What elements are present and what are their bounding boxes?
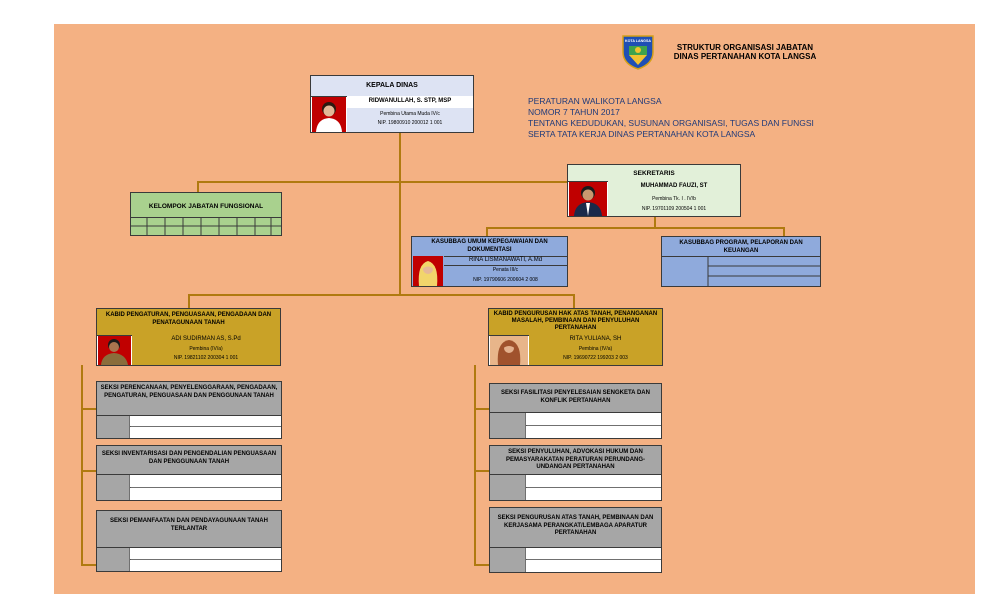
kabid-pengaturan-rank: Pembina (IV/a) [189, 346, 223, 352]
kasubbag-umum-title: KASUBBAG UMUM KEPEGAWAIAN DAN DOKUMENTAS… [431, 239, 548, 253]
sekretaris-down-line [654, 217, 656, 227]
kasubbag-program-title: KASUBBAG PROGRAM, PELAPORAN DAN KEUANGAN [679, 240, 803, 254]
kabid-pengaturan-nip: NIP. 19821102 200304 1 001 [173, 355, 239, 361]
seksi-right-3-title: SEKSI PENGURUSAN ATAS TANAH, PEMBINAAN D… [497, 515, 654, 536]
kasubbag-umum-photo [413, 256, 443, 286]
page-title: STRUKTUR ORGANISASI JABATAN DINAS PERTAN… [660, 43, 830, 61]
fungsional-grid [131, 217, 281, 235]
kota-langsa-logo: KOTA LANGSA [620, 34, 656, 70]
seksi-right-3-grid [490, 547, 661, 572]
sekretaris-photo [569, 182, 607, 216]
page-title-line2: DINAS PERTANAHAN KOTA LANGSA [673, 52, 817, 61]
kabid-pengaturan-title: KABID PENGATURAN, PENGUASAAN, PENGADAAN … [105, 312, 272, 326]
seksi-right-3-tick [474, 564, 489, 566]
seksi-right-1-title: SEKSI FASILITASI PENYELESAIAN SENGKETA D… [501, 390, 650, 404]
seksi-right-1-box: SEKSI FASILITASI PENYELESAIAN SENGKETA D… [489, 383, 662, 439]
kabid-pengaturan-name: ADI SUDIRMAN AS, S.Pd [171, 336, 241, 342]
kasubbag-program-grid [662, 256, 820, 286]
seksi-right-1-tick [474, 408, 489, 410]
kasubbag-program-v-line [783, 227, 785, 236]
seksi-right-2-grid [490, 474, 661, 500]
kabid-left-v-line [188, 294, 190, 308]
seksi-left-2-box: SEKSI INVENTARISASI DAN PENGENDALIAN PEN… [96, 445, 282, 501]
kabid-pengaturan-box: KABID PENGATURAN, PENGUASAAN, PENGADAAN … [96, 308, 281, 366]
seksi-right-3-box: SEKSI PENGURUSAN ATAS TANAH, PEMBINAAN D… [489, 507, 662, 573]
seksi-right-spine [474, 365, 476, 565]
sekretaris-name: MUHAMMAD FAUZI, ST [640, 183, 708, 189]
fungsional-h-line [197, 181, 403, 183]
kasubbag-h-line [486, 227, 785, 229]
kabid-pengurusan-title: KABID PENGURUSAN HAK ATAS TANAH, PENANGA… [493, 311, 658, 332]
kepala-dinas-nip: NIP. 19800910 200012 1 001 [377, 120, 443, 126]
seksi-left-spine [81, 365, 83, 565]
regulation-line-4: SERTA TATA KERJA DINAS PERTANAHAN KOTA L… [528, 129, 756, 139]
seksi-left-3-box: SEKSI PEMANFAATAN DAN PENDAYAGUNAAN TANA… [96, 510, 282, 572]
kepala-dinas-title: KEPALA DINAS [366, 82, 418, 89]
kepala-dinas-photo [312, 97, 346, 132]
fungsional-title: KELOMPOK JABATAN FUNGSIONAL [148, 203, 264, 210]
logo-label: KOTA LANGSA [625, 39, 651, 43]
kabid-h-line [188, 294, 575, 296]
kabid-pengaturan-photo [98, 336, 131, 365]
seksi-left-1-title: SEKSI PERENCANAAN, PENYELENGGARAAN, PENG… [100, 385, 278, 399]
seksi-left-3-tick [81, 564, 96, 566]
seksi-right-2-tick [474, 470, 489, 472]
kabid-pengurusan-name: RITA YULIANA, SH [569, 336, 622, 342]
sekretaris-rank: Pembina Tk. I . IV/b [652, 196, 696, 202]
kepala-dinas-rank: Pembina Utama Muda IV/c [380, 111, 440, 117]
regulation-line-3: TENTANG KEDUDUKAN, SUSUNAN ORGANISASI, T… [528, 118, 814, 128]
kasubbag-umum-name: RINA LISMANAWATI, A.Md [468, 257, 543, 263]
seksi-left-2-grid [97, 474, 281, 500]
kabid-pengurusan-photo [490, 336, 528, 365]
kabid-right-v-line [573, 294, 575, 308]
kasubbag-umum-nip: NIP. 19790606 200604 2 008 [473, 277, 538, 283]
seksi-left-1-box: SEKSI PERENCANAAN, PENYELENGGARAAN, PENG… [96, 381, 282, 439]
page-title-line1: STRUKTUR ORGANISASI JABATAN [676, 43, 814, 52]
kasubbag-umum-rank: Penata III/c [492, 267, 519, 273]
regulation-line-1: PERATURAN WALIKOTA LANGSA [528, 96, 662, 106]
seksi-right-2-box: SEKSI PENYULUHAN, ADVOKASI HUKUM DAN PEM… [489, 445, 662, 501]
regulation-text: PERATURAN WALIKOTA LANGSA NOMOR 7 TAHUN … [528, 96, 858, 140]
kasubbag-umum-v-line [486, 227, 488, 236]
sekretaris-nip: NIP. 19701109 200504 1 001 [641, 206, 707, 212]
sekretaris-h-line [401, 181, 567, 183]
regulation-line-2: NOMOR 7 TAHUN 2017 [528, 107, 620, 117]
kasubbag-umum-box: KASUBBAG UMUM KEPEGAWAIAN DAN DOKUMENTAS… [411, 236, 568, 287]
kabid-pengurusan-rank: Pembina (IV/a) [578, 346, 613, 352]
kabid-pengurusan-nip: NIP. 19690722 199203 2 003 [563, 355, 628, 361]
trunk-line [399, 133, 401, 294]
seksi-left-2-title: SEKSI INVENTARISASI DAN PENGENDALIAN PEN… [101, 451, 277, 465]
fungsional-box: KELOMPOK JABATAN FUNGSIONAL [130, 192, 282, 236]
kabid-pengurusan-box: KABID PENGURUSAN HAK ATAS TANAH, PENANGA… [488, 308, 663, 366]
seksi-left-3-title: SEKSI PEMANFAATAN DAN PENDAYAGUNAAN TANA… [110, 518, 268, 532]
kasubbag-program-box: KASUBBAG PROGRAM, PELAPORAN DAN KEUANGAN [661, 236, 821, 287]
seksi-left-2-tick [81, 470, 96, 472]
kepala-dinas-name: RIDWANULLAH, S. STP, MSP [368, 98, 452, 104]
fungsional-v-line [197, 181, 199, 192]
kepala-dinas-box: KEPALA DINAS RIDWANULLAH, S. STP, MSP Pe… [310, 75, 474, 133]
seksi-right-1-grid [490, 412, 661, 438]
seksi-left-1-grid [97, 415, 281, 438]
seksi-right-2-title: SEKSI PENYULUHAN, ADVOKASI HUKUM DAN PEM… [505, 449, 646, 470]
seksi-left-1-tick [81, 408, 96, 410]
sekretaris-box: SEKRETARIS MUHAMMAD FAUZI, ST Pembina Tk… [567, 164, 741, 217]
seksi-left-3-grid [97, 547, 281, 571]
sekretaris-title: SEKRETARIS [633, 170, 675, 177]
